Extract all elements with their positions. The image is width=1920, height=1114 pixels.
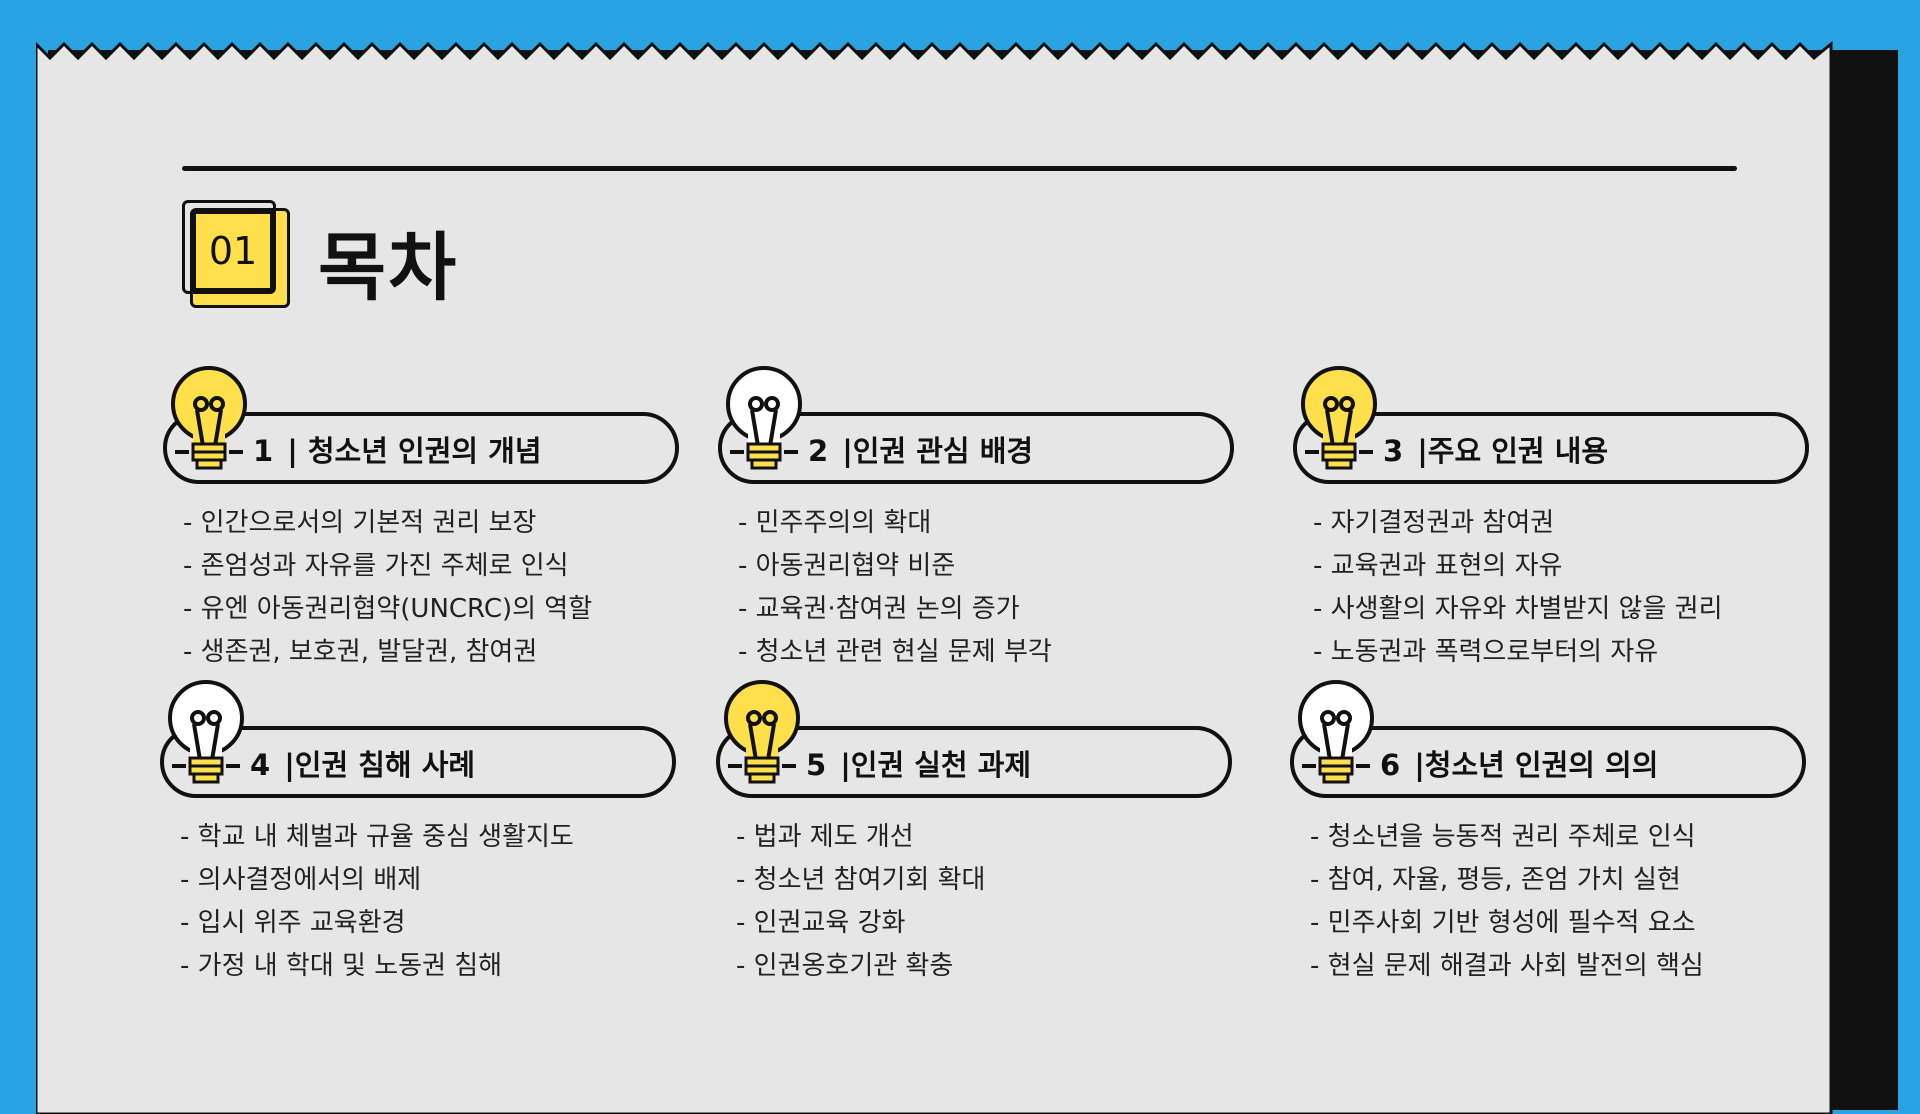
lightbulb-icon-white: [722, 362, 806, 480]
lightbulb-icon-white: [164, 676, 248, 794]
list-item: - 법과 제도 개선: [736, 822, 914, 852]
slide-content: 01 목차 1| 청소년 인권의 개념 - 인간으로서의 기본적 권리 보장- …: [160, 166, 1813, 1006]
section-significance: 6 |청소년 인권의 의의 - 청소년을 능동적 권리 주체로 인식 - 참여, 자…: [1290, 676, 1810, 1006]
list-item: - 청소년 관련 현실 문제 부각: [738, 637, 1052, 667]
section-number: 1: [253, 434, 274, 468]
list-item: - 청소년 참여기회 확대: [736, 865, 986, 895]
list-item: - 학교 내 체벌과 규율 중심 생활지도: [180, 822, 574, 852]
section-item-list: - 인간으로서의 기본적 권리 보장 - 존엄성과 자유를 가진 주체로 인식 - …: [183, 502, 592, 674]
section-title: 6 |청소년 인권의 의의: [1380, 742, 1658, 784]
list-item: - 생존권, 보호권, 발달권, 참여권: [183, 637, 538, 667]
list-item: - 현실 문제 해결과 사회 발전의 핵심: [1310, 951, 1704, 981]
badge-frame: [182, 200, 276, 294]
section-title: 1 | 청소년 인권의 개념: [253, 428, 542, 470]
section-item-list: - 청소년을 능동적 권리 주체로 인식 - 참여, 자율, 평등, 존엄 가치 …: [1310, 816, 1704, 988]
list-item: - 아동권리협약 비준: [738, 551, 956, 581]
section-title-text: |인권 실천 과제: [840, 748, 1032, 782]
section-number: 2: [808, 434, 829, 468]
section-badge: 01: [182, 200, 290, 308]
list-item: - 인권옹호기관 확충: [736, 951, 954, 981]
zigzag-paper-background: [36, 40, 1833, 1114]
paper-sheet: [36, 34, 1879, 1114]
section-header-pill: [1293, 412, 1809, 484]
page-title: 목차: [318, 225, 459, 311]
section-header-pill: [716, 726, 1232, 798]
section-item-list: - 법과 제도 개선 - 청소년 참여기회 확대 - 인권교육 강화 - 인권옹호기관…: [736, 816, 985, 988]
section-tasks: 5 |인권 실천 과제 - 법과 제도 개선 - 청소년 참여기회 확대 - 인권교육…: [716, 676, 1236, 1006]
list-item: - 민주주의의 확대: [738, 508, 932, 538]
list-item: - 유엔 아동권리협약(UNCRC)의 역할: [183, 594, 593, 624]
list-item: - 인권교육 강화: [736, 908, 906, 938]
section-number: 4: [250, 748, 271, 782]
list-item: - 입시 위주 교육환경: [180, 908, 406, 938]
list-item: - 자기결정권과 참여권: [1313, 508, 1555, 538]
section-title-text: |인권 관심 배경: [842, 434, 1034, 468]
section-background: 2 |인권 관심 배경 - 민주주의의 확대 - 아동권리협약 비준 - 교육권·참여…: [718, 362, 1238, 692]
list-item: - 민주사회 기반 형성에 필수적 요소: [1310, 908, 1696, 938]
lightbulb-icon-yellow: [1297, 362, 1381, 480]
section-violations: 4 |인권 침해 사례 - 학교 내 체벌과 규율 중심 생활지도 - 의사결정에서…: [160, 676, 680, 1006]
section-title-text: |청소년 인권의 의의: [1414, 748, 1659, 782]
section-item-list: - 민주주의의 확대 - 아동권리협약 비준 - 교육권·참여권 논의 증가 - 청소…: [738, 502, 1052, 674]
section-title: 2 |인권 관심 배경: [808, 428, 1033, 470]
section-title: 3 |주요 인권 내용: [1383, 428, 1608, 470]
section-title-text: |인권 침해 사례: [284, 748, 476, 782]
list-item: - 인간으로서의 기본적 권리 보장: [183, 508, 537, 538]
section-item-list: - 자기결정권과 참여권 - 교육권과 표현의 자유 - 사생활의 자유와 차별받지…: [1313, 502, 1723, 674]
section-header-pill: [1290, 726, 1806, 798]
list-item: - 존엄성과 자유를 가진 주체로 인식: [183, 551, 569, 581]
section-header-pill: [163, 412, 679, 484]
lightbulb-icon-yellow: [720, 676, 804, 794]
list-item: - 교육권·참여권 논의 증가: [738, 594, 1020, 624]
list-item: - 사생활의 자유와 차별받지 않을 권리: [1313, 594, 1723, 624]
badge-number: 01: [193, 211, 273, 291]
list-item: - 노동권과 폭력으로부터의 자유: [1313, 637, 1659, 667]
section-title-text: | 청소년 인권의 개념: [287, 434, 542, 468]
list-item: - 참여, 자율, 평등, 존엄 가치 실현: [1310, 865, 1681, 895]
list-item: - 가정 내 학대 및 노동권 침해: [180, 951, 503, 981]
lightbulb-icon-yellow: [167, 362, 251, 480]
section-title-text: |주요 인권 내용: [1417, 434, 1609, 468]
section-header-pill: [718, 412, 1234, 484]
section-number: 3: [1383, 434, 1404, 468]
section-concept: 1 | 청소년 인권의 개념 - 인간으로서의 기본적 권리 보장 - 존엄성과 자…: [163, 362, 683, 692]
list-item: - 교육권과 표현의 자유: [1313, 551, 1563, 581]
list-item: - 의사결정에서의 배제: [180, 865, 422, 895]
section-title: 5 |인권 실천 과제: [806, 742, 1031, 784]
list-item: - 청소년을 능동적 권리 주체로 인식: [1310, 822, 1696, 852]
section-main-rights: 3 |주요 인권 내용 - 자기결정권과 참여권 - 교육권과 표현의 자유 - 사생…: [1293, 362, 1813, 692]
top-divider: [182, 166, 1737, 171]
section-number: 5: [806, 748, 827, 782]
lightbulb-icon-white: [1294, 676, 1378, 794]
section-title: 4 |인권 침해 사례: [250, 742, 475, 784]
section-header-pill: [160, 726, 676, 798]
section-number: 6: [1380, 748, 1401, 782]
section-item-list: - 학교 내 체벌과 규율 중심 생활지도 - 의사결정에서의 배제 - 입시 위주…: [180, 816, 574, 988]
